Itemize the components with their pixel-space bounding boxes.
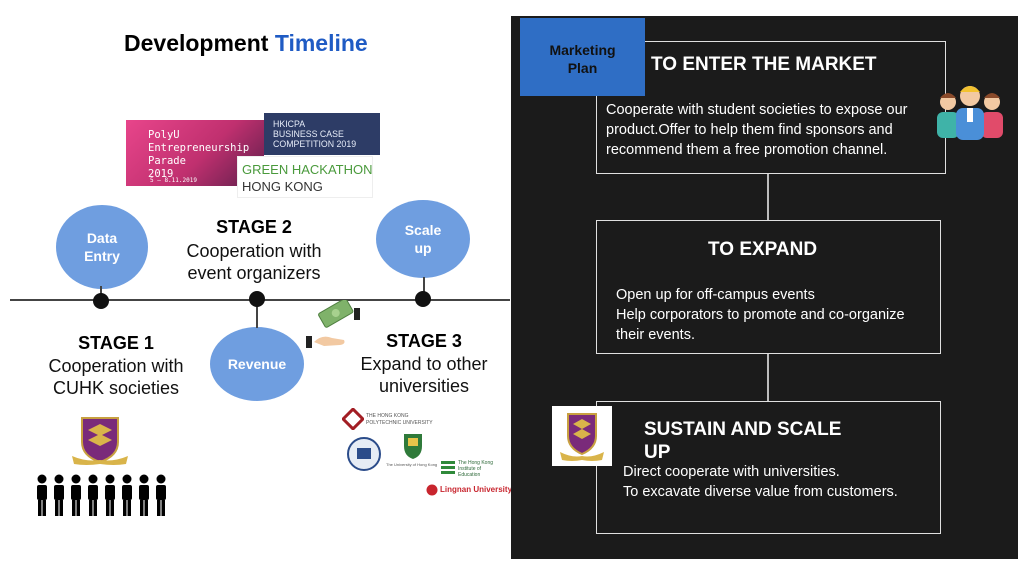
marketing-panel: [511, 16, 1018, 559]
enter-market-heading: TO ENTER THE MARKET: [651, 54, 877, 75]
green-hackathon-line2: HONG KONG: [242, 179, 323, 194]
eduhk-logo: [441, 461, 455, 474]
stage1-heading: STAGE 1: [78, 333, 154, 353]
green-hackathon-line1: GREEN HACKATHON: [242, 162, 373, 177]
enter-market-line2: product.Offer to help them find sponsors…: [606, 122, 893, 138]
scale-up-bubble: Scale up: [376, 200, 470, 278]
enter-market-line1: Cooperate with student societies to expo…: [606, 102, 908, 118]
stage2-heading: STAGE 2: [216, 217, 292, 237]
timeline-dot-2: [249, 291, 265, 307]
scale-up-label: Scale up: [404, 222, 442, 256]
stage2-line1: Cooperation with: [186, 241, 322, 261]
polyu-logo-text: THE HONG KONG POLYTECHNIC UNIVERSITY: [366, 413, 433, 426]
timeline-dot-3: [415, 291, 431, 307]
title-part2: Timeline: [274, 30, 368, 56]
green-hackathon-logo: GREEN HACKATHON HONG KONG: [237, 156, 373, 198]
enter-market-box: TO ENTER THE MARKET Cooperate with stude…: [596, 41, 946, 174]
hku-crest-logo: [404, 434, 422, 459]
stage3-heading: STAGE 3: [386, 331, 462, 351]
stage1-line2: CUHK societies: [52, 378, 180, 398]
hkicpa-poster-image: HKICPA BUSINESS CASE COMPETITION 2019: [264, 113, 380, 155]
stage2-line2: event organizers: [187, 263, 321, 283]
data-entry-label: Data Entry: [84, 230, 120, 264]
revenue-bubble: Revenue: [210, 327, 304, 401]
polyu-poster-text: PolyU Entrepreneurship Parade 2019: [148, 129, 250, 180]
team-people-icon: [937, 86, 1003, 140]
stage3-description: Expand to other universities: [354, 353, 494, 397]
polyu-poster-date: 5 — 8.11.2019: [150, 177, 197, 184]
expand-line3: their events.: [616, 327, 695, 343]
sustain-heading-line2: UP: [644, 442, 671, 463]
page-title: Development Timeline: [124, 30, 368, 57]
revenue-label: Revenue: [227, 356, 287, 372]
sustain-line1: Direct cooperate with universities.: [623, 464, 840, 480]
people-group-icon: [37, 474, 166, 516]
polyu-logo: [342, 408, 364, 430]
expand-line1: Open up for off-campus events: [616, 287, 815, 303]
marketing-plan-label: Marketing Plan: [520, 18, 645, 96]
expand-heading: TO EXPAND: [708, 239, 818, 260]
polyu-poster-image: PolyU Entrepreneurship Parade 2019 5 — 8…: [126, 120, 264, 186]
cuhk-crest-icon: [72, 417, 128, 465]
connector-line-2: [767, 353, 769, 401]
stage1-description: Cooperation with CUHK societies: [30, 355, 202, 399]
hkicpa-poster-text: HKICPA BUSINESS CASE COMPETITION 2019: [273, 119, 357, 149]
timeline-dot-1: [93, 293, 109, 309]
lingnan-logo-text: Lingnan University: [440, 485, 513, 494]
stage3-line2: universities: [378, 376, 470, 396]
sustain-heading: SUSTAIN AND SCALE UP: [644, 418, 841, 464]
data-entry-bubble: Data Entry: [56, 205, 148, 289]
eduhk-logo-text: The Hong Kong Institute of Education: [458, 460, 494, 478]
lingnan-logo-icon: [426, 484, 438, 496]
sustain-line2: To excavate diverse value from customers…: [623, 484, 898, 500]
timeline-stem-3: [423, 277, 425, 299]
stage2-description: Cooperation with event organizers: [172, 240, 336, 284]
title-part1: Development: [124, 30, 269, 56]
stage1-line1: Cooperation with: [48, 356, 184, 376]
hku-logo-text: The University of Hong Kong: [386, 462, 438, 467]
enter-market-text: Cooperate with student societies to expo…: [606, 100, 907, 160]
expand-line2: Help corporators to promote and co-organ…: [616, 307, 905, 323]
sustain-box: SUSTAIN AND SCALE UP Direct cooperate wi…: [596, 401, 941, 534]
edu-seal-logo: [347, 437, 381, 471]
connector-line-1: [767, 173, 769, 220]
expand-box: TO EXPAND Open up for off-campus events …: [596, 220, 941, 354]
timeline-stem-2: [256, 300, 258, 328]
cuhk-crest-icon: [560, 413, 604, 461]
enter-market-line3: recommend them a free promotion channel.: [606, 142, 888, 158]
cuhk-crest-tile: [552, 406, 612, 466]
money-hand-icon: [306, 300, 360, 348]
sustain-text: Direct cooperate with universities. To e…: [623, 462, 898, 502]
expand-text: Open up for off-campus events Help corpo…: [616, 285, 905, 345]
stage3-line1: Expand to other: [360, 354, 488, 374]
sustain-heading-line1: SUSTAIN AND SCALE: [644, 419, 842, 440]
marketing-plan-text: Marketing Plan: [549, 42, 616, 76]
